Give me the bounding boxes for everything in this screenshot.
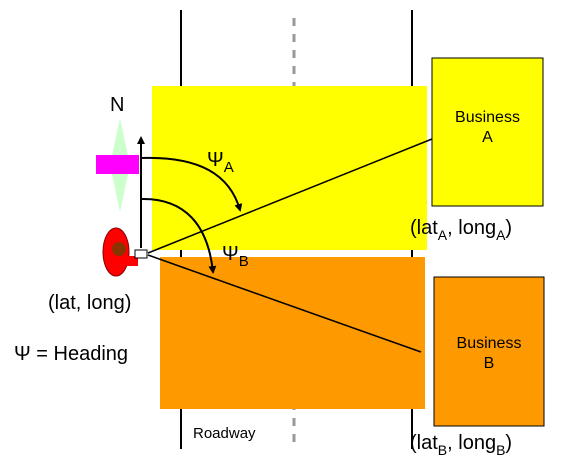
heading-legend-text: = Heading [30,343,129,365]
heading-legend: Ψ = Heading [14,344,128,364]
business-a-coords: (latA, longA) [410,217,513,243]
business-b-coord-long: long [458,432,497,454]
region-a [152,86,427,250]
business-b-coord-lat-sub: B [437,442,448,458]
roadway-label: Roadway [193,425,256,442]
business-b-coord-lat: lat [416,432,438,454]
psi-a-subscript: A [223,159,234,176]
vehicle-position-label: (lat, long) [48,292,132,314]
vehicle-icon [102,227,148,277]
psi-a-symbol: Ψ [207,149,224,171]
compass-icon [96,118,139,212]
psi-a-label: ΨA [207,150,234,175]
business-b-box [433,276,545,427]
psi-b-label: ΨB [222,244,249,269]
business-a-box [431,57,544,207]
business-a-coord-long: long [458,217,497,239]
psi-b-symbol: Ψ [222,243,239,265]
heading-arc-a [140,156,243,212]
business-a-coord-long-sub: A [496,227,506,243]
heading-legend-symbol: Ψ [14,343,31,365]
business-a-label: Business A [432,108,543,148]
business-b-coord-long-sub: B [496,442,506,458]
sight-line-a [147,138,433,254]
psi-b-subscript: B [238,253,249,270]
region-b [160,257,425,409]
business-b-name: Business [456,335,522,352]
business-a-coord-lat-sub: A [437,227,448,243]
business-a-coord-lat: lat [416,217,438,239]
business-b-label: Business B [434,334,544,374]
business-a-name: Business [455,109,520,126]
sight-line-b [147,254,422,353]
business-b-coords: (latB, longB) [410,432,513,458]
north-label: N [110,94,125,116]
heading-arc-b [140,197,217,274]
business-b-letter: B [483,355,495,372]
business-a-letter: A [482,129,493,146]
